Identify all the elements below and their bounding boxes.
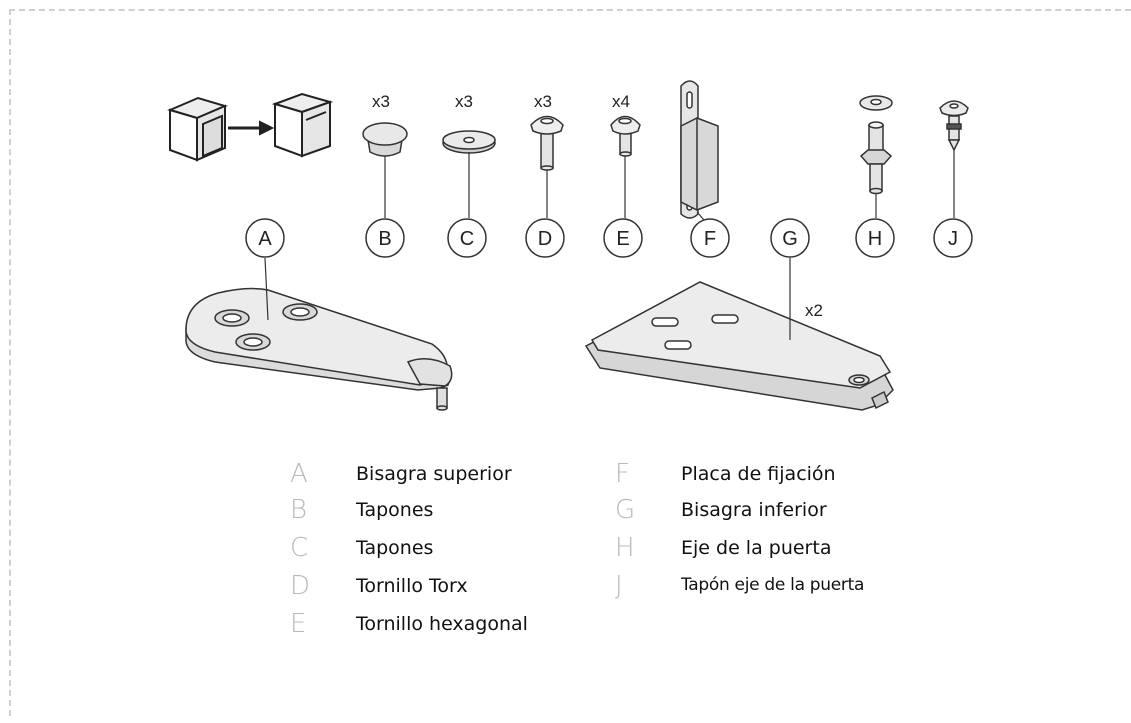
cap-b-icon xyxy=(362,122,408,157)
door-reversal-icon xyxy=(167,92,334,162)
callout-d: D xyxy=(525,218,565,258)
callout-circle-d xyxy=(525,218,565,258)
callout-circle-j xyxy=(933,218,973,258)
callout-f: F xyxy=(690,218,730,258)
callout-letter-a: A xyxy=(258,228,272,250)
legend-letter-h: H xyxy=(615,533,635,563)
legend-letter-f: F xyxy=(615,459,630,489)
legend-left: A Bisagra superior B Tapones C Tapones D… xyxy=(290,459,620,723)
callout-a: A xyxy=(245,218,285,258)
axle-cap-j-icon xyxy=(939,100,969,152)
callout-letter-j: J xyxy=(948,228,958,250)
upper-hinge-a-icon xyxy=(185,287,453,411)
callout-letter-b: B xyxy=(378,228,391,250)
legend-letter-d: D xyxy=(290,571,311,601)
qty-label-e: x4 xyxy=(612,92,630,111)
torx-screw-d-icon xyxy=(530,115,564,171)
legend-label-f: Placa de fijación xyxy=(681,463,836,485)
callout-letter-d: D xyxy=(538,228,552,250)
lower-hinge-g-icon xyxy=(584,281,894,411)
legend-label-j: Tapón eje de la puerta xyxy=(681,575,865,595)
dashed-frame-top xyxy=(9,9,1131,11)
callout-circle-e xyxy=(603,218,643,258)
dashed-frame-left xyxy=(9,9,11,716)
legend-label-h: Eje de la puerta xyxy=(681,537,832,559)
callout-h: H xyxy=(855,218,895,258)
qty-label-c: x3 xyxy=(455,92,473,111)
leader-line-a xyxy=(264,257,269,321)
legend-letter-j: J xyxy=(615,571,623,601)
callout-letter-f: F xyxy=(704,228,716,250)
callout-circle-f xyxy=(690,218,730,258)
door-axle-h-icon xyxy=(859,95,893,195)
fixing-plate-f-icon xyxy=(680,80,719,219)
callout-c: C xyxy=(447,218,487,258)
qty-label-d: x3 xyxy=(534,92,552,111)
callout-circle-c xyxy=(447,218,487,258)
callout-e: E xyxy=(603,218,643,258)
callout-letter-e: E xyxy=(616,228,629,250)
callout-letter-h: H xyxy=(868,228,882,250)
callout-circle-g xyxy=(770,218,810,258)
legend-letter-a: A xyxy=(290,459,308,489)
legend-letter-b: B xyxy=(290,495,308,525)
callout-circle-h xyxy=(855,218,895,258)
legend-label-d: Tornillo Torx xyxy=(356,575,468,597)
callout-b: B xyxy=(365,218,405,258)
legend-letter-e: E xyxy=(290,609,307,639)
leader-line-f xyxy=(696,211,705,221)
callout-letter-c: C xyxy=(460,228,474,250)
hex-screw-e-icon xyxy=(610,115,641,157)
legend-label-a: Bisagra superior xyxy=(356,463,512,485)
callout-j: J xyxy=(933,218,973,258)
callout-g: G xyxy=(770,218,810,258)
cap-c-icon xyxy=(442,130,496,154)
legend-letter-c: C xyxy=(290,533,309,563)
legend-label-g: Bisagra inferior xyxy=(681,499,827,521)
legend-right: F Placa de fijación G Bisagra inferior H… xyxy=(615,459,975,663)
legend-label-c: Tapones xyxy=(356,537,434,559)
callout-letter-g: G xyxy=(782,228,798,250)
qty-label-b: x3 xyxy=(372,92,390,111)
qty-label-g: x2 xyxy=(805,301,823,320)
legend-label-e: Tornillo hexagonal xyxy=(356,613,528,635)
callout-circle-a xyxy=(245,218,285,258)
legend-label-b: Tapones xyxy=(356,499,434,521)
legend-letter-g: G xyxy=(615,495,636,525)
callout-circle-b xyxy=(365,218,405,258)
